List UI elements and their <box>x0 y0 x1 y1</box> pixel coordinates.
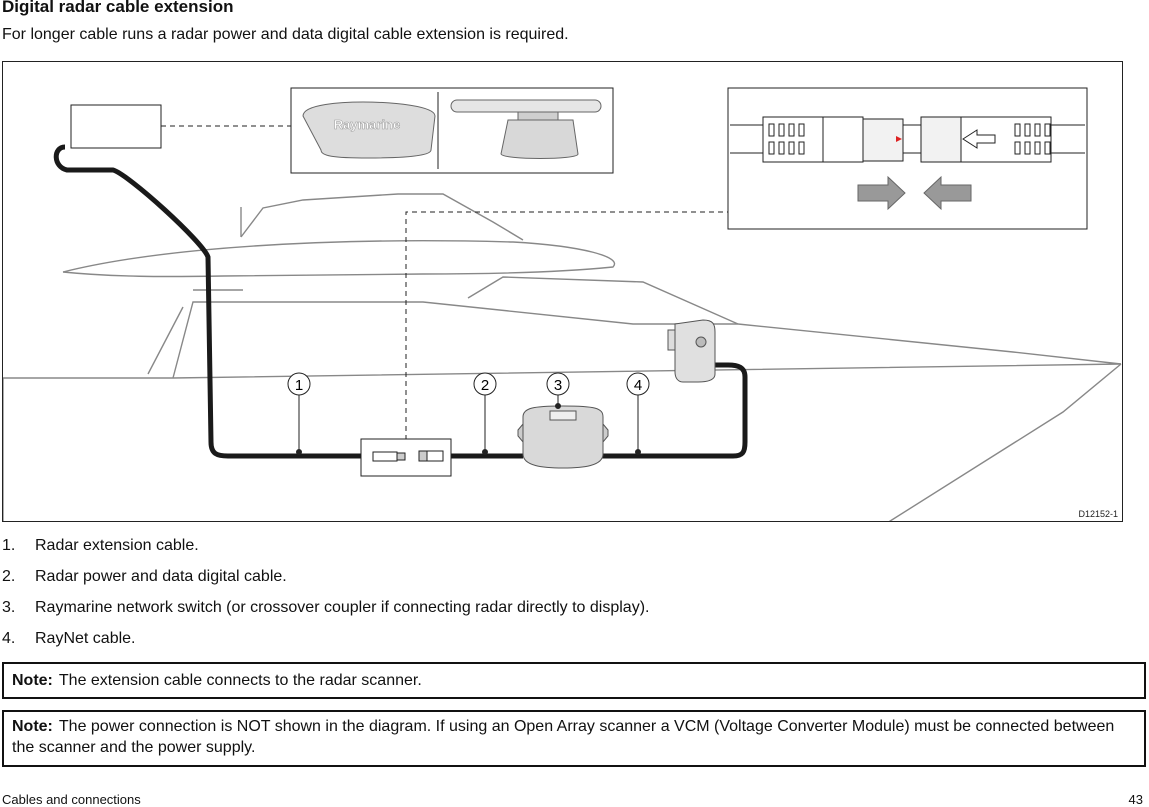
intro-paragraph: For longer cable runs a radar power and … <box>2 26 569 43</box>
note-label: Note: <box>12 718 53 735</box>
section-heading: Digital radar cable extension <box>2 0 234 16</box>
callout-2-label: 2 <box>481 377 489 394</box>
note-text: The power connection is NOT shown in the… <box>12 718 1115 756</box>
leader-lines <box>161 125 728 440</box>
radar-panel: Raymarine <box>290 87 614 174</box>
callout-1: 1 <box>287 372 311 396</box>
item-number: 2. <box>2 568 16 585</box>
connector-detail-panel <box>727 87 1088 230</box>
callout-4-label: 4 <box>634 377 642 394</box>
note-box: Note:The power connection is NOT shown i… <box>2 710 1146 767</box>
radome-icon <box>302 101 436 159</box>
item-number: 4. <box>2 630 16 647</box>
list-item: 1. Radar extension cable. <box>2 537 649 568</box>
callout-3: 3 <box>546 372 570 396</box>
arrow-right-icon <box>857 175 906 211</box>
note-box: Note: The extension cable connects to the… <box>2 662 1146 699</box>
item-text: Raymarine network switch (or crossover c… <box>35 599 650 616</box>
network-switch-icon <box>517 405 609 469</box>
footer-section: Cables and connections <box>2 792 141 807</box>
cable-diagram: Raymarine <box>2 61 1123 522</box>
brand-logo: Raymarine <box>334 117 400 132</box>
list-item: 2. Radar power and data digital cable. <box>2 568 649 599</box>
raynet-cable <box>601 362 748 459</box>
open-array-icon <box>450 99 602 159</box>
callout-1-label: 1 <box>295 377 303 394</box>
callout-3-label: 3 <box>554 377 562 394</box>
item-number: 1. <box>2 537 16 554</box>
arrow-left-icon <box>923 175 972 211</box>
raynet-socket-icon <box>667 319 716 383</box>
page-number: 43 <box>1128 792 1143 807</box>
boat-outline <box>3 193 1122 521</box>
cable-coupler-box <box>360 438 452 477</box>
item-text: RayNet cable. <box>35 630 136 647</box>
callout-4: 4 <box>626 372 650 396</box>
legend-list: 1. Radar extension cable. 2. Radar power a… <box>2 537 649 661</box>
list-item: 3. Raymarine network switch (or crossover… <box>2 599 649 630</box>
note-text: The extension cable connects to the rada… <box>58 672 422 689</box>
item-text: Radar power and data digital cable. <box>35 568 287 585</box>
radar-cable <box>53 144 361 459</box>
note-label: Note: <box>12 672 53 689</box>
figure-code: D12152-1 <box>1078 509 1118 519</box>
callout-2: 2 <box>473 372 497 396</box>
item-text: Radar extension cable. <box>35 537 199 554</box>
list-item: 4. RayNet cable. <box>2 630 649 661</box>
display-box <box>70 104 162 149</box>
item-number: 3. <box>2 599 16 616</box>
